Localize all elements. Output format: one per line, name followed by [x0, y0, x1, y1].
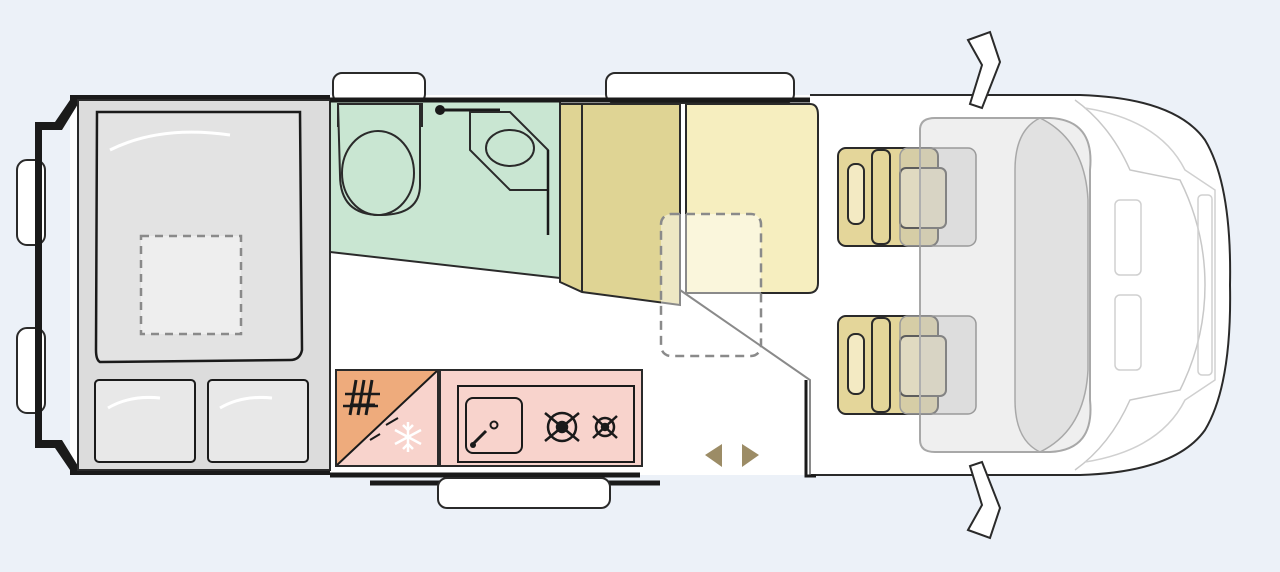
- wardrobe: [559, 103, 681, 307]
- mirror-top: [966, 30, 1002, 110]
- driver-seat: [837, 147, 947, 247]
- dinette-bench: [685, 103, 819, 294]
- cab-roof-overlay: [919, 117, 1092, 453]
- gas-burner-icon: [544, 411, 580, 443]
- mirror-bottom: [966, 460, 1002, 540]
- passenger-seat-ghost: [899, 315, 977, 415]
- pillow-left: [94, 379, 196, 463]
- pillow-right-highlight: [219, 396, 273, 410]
- dash-vent-2: [1114, 294, 1142, 371]
- driver-seat-ghost: [899, 147, 977, 247]
- dash-line-2: [369, 433, 381, 441]
- dashboard-outline: [1074, 99, 1206, 471]
- gas-burner-small-icon: [592, 415, 618, 439]
- kitchen-divider: [335, 369, 439, 467]
- dash-vent-3: [1197, 194, 1213, 376]
- dash-line: [385, 417, 399, 426]
- toilet-bowl: [341, 130, 415, 216]
- pillow-left-highlight: [107, 396, 161, 410]
- dash-vent-1: [1114, 199, 1142, 276]
- door-arrows-icon: [705, 444, 759, 467]
- pillow-right: [207, 379, 309, 463]
- washbasin: [485, 129, 535, 167]
- door-step: [437, 477, 611, 509]
- cab-inner-line: [1084, 107, 1216, 463]
- windshield: [1014, 117, 1089, 453]
- bed-hatch: [139, 234, 243, 336]
- passenger-seat: [837, 315, 947, 415]
- heater-grill-icon: [343, 379, 380, 416]
- kitchen-block: [335, 369, 439, 467]
- mattress-highlight: [109, 130, 231, 152]
- body-wall-front-lower: [804, 380, 816, 478]
- floor-line: [679, 289, 811, 475]
- snowflake-icon: [394, 422, 422, 452]
- sink-icon: [465, 397, 523, 454]
- dinette-table: [659, 212, 763, 358]
